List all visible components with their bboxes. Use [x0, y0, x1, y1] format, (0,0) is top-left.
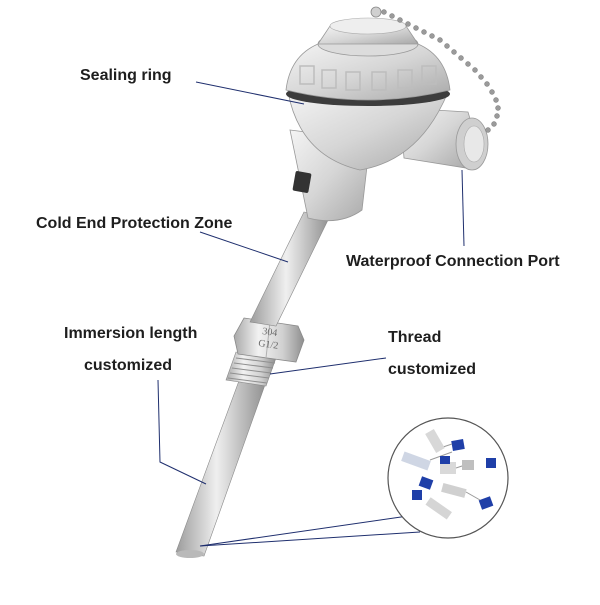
- label-immersion-length: Immersion length: [64, 325, 198, 342]
- leader-cold-end: [199, 231, 289, 263]
- nut-marking-thread: G1/2: [258, 338, 279, 352]
- leader-lines: [157, 81, 465, 547]
- bead-chain: [381, 9, 501, 133]
- leader-thread: [269, 357, 387, 375]
- label-immersion-customized: customized: [84, 357, 173, 374]
- label-waterproof-port: Waterproof Connection Port: [346, 253, 560, 270]
- label-thread-customized: customized: [388, 361, 477, 378]
- leader-detail-1: [199, 515, 409, 547]
- label-sealing-ring: Sealing ring: [80, 67, 172, 84]
- label-cold-end-zone: Cold End Protection Zone: [36, 215, 233, 232]
- protection-tube: [175, 377, 267, 558]
- detail-circle: [387, 417, 509, 539]
- leader-sealing-ring: [195, 81, 305, 105]
- thread-section: [225, 351, 277, 387]
- label-thread: Thread: [388, 329, 442, 346]
- nut-marking-material: 304: [262, 326, 278, 339]
- cold-end-rod: [249, 211, 331, 327]
- hex-nut: 304 G1/2: [233, 317, 305, 363]
- leader-immersion: [157, 379, 207, 485]
- junction-head: [285, 6, 451, 171]
- leader-detail-2: [199, 531, 421, 547]
- leader-waterproof-port: [461, 169, 465, 247]
